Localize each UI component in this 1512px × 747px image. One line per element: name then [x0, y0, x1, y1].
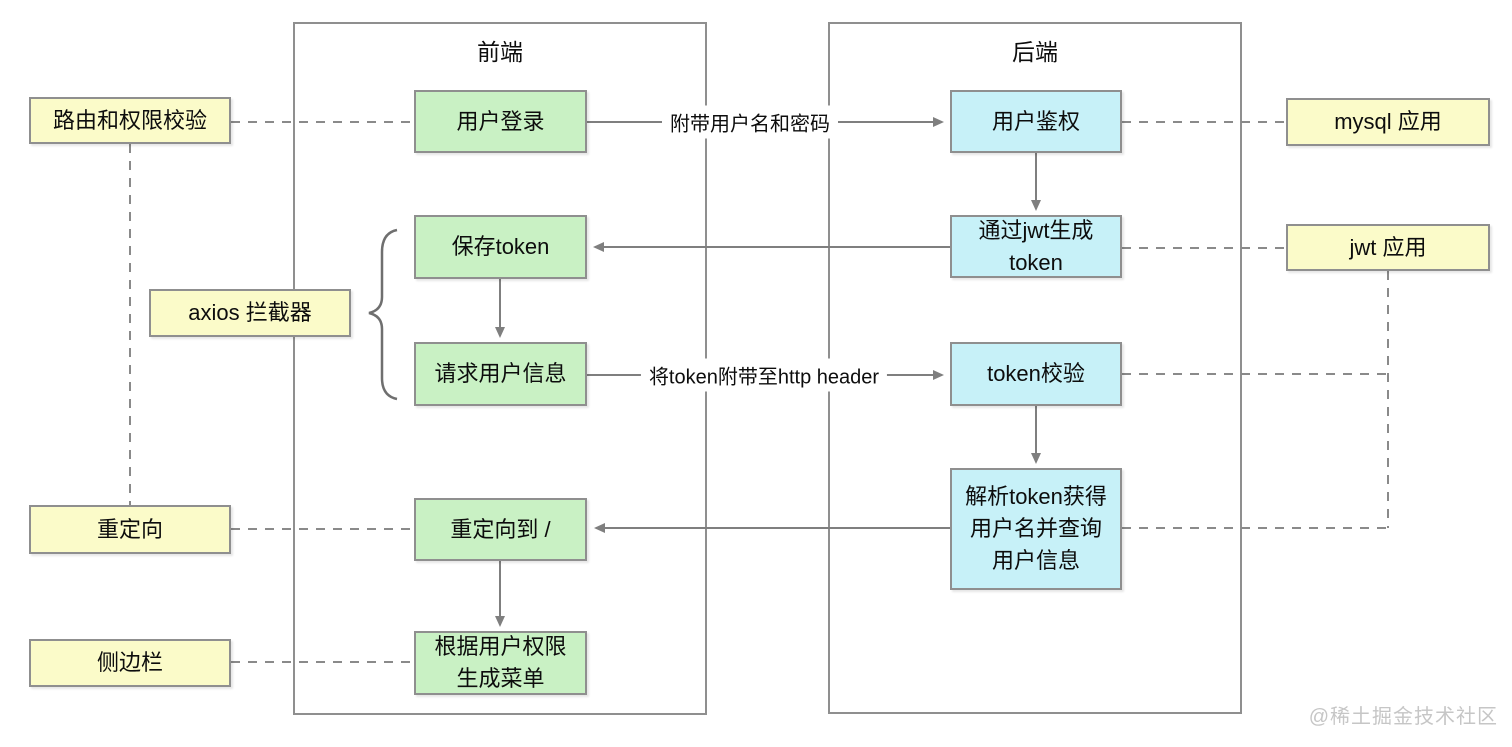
node-axios-interceptor: axios 拦截器	[149, 289, 351, 337]
node-request-user-info: 请求用户信息	[414, 342, 587, 406]
node-token-verify: token校验	[950, 342, 1122, 406]
node-mysql-app: mysql 应用	[1286, 98, 1490, 146]
edge-label-token-in-header: 将token附带至http header	[640, 358, 888, 392]
watermark: @稀土掘金技术社区	[1308, 706, 1498, 728]
axios-brace	[368, 228, 398, 401]
node-user-login: 用户登录	[414, 90, 587, 153]
node-route-permission: 路由和权限校验	[29, 97, 231, 144]
frontend-container-title: 前端	[477, 39, 523, 65]
node-user-auth: 用户鉴权	[950, 90, 1122, 153]
backend-container-title: 后端	[1012, 39, 1058, 65]
node-generate-menu: 根据用户权限 生成菜单	[414, 631, 587, 695]
node-parse-token: 解析token获得 用户名并查询 用户信息	[950, 468, 1122, 590]
node-redirect: 重定向	[29, 505, 231, 554]
node-jwt-generate-token: 通过jwt生成 token	[950, 215, 1122, 278]
edge-label-with-credentials: 附带用户名和密码	[662, 105, 838, 139]
node-jwt-app: jwt 应用	[1286, 224, 1490, 271]
node-redirect-to-root: 重定向到 /	[414, 498, 587, 561]
node-sidebar: 侧边栏	[29, 639, 231, 687]
node-save-token: 保存token	[414, 215, 587, 279]
